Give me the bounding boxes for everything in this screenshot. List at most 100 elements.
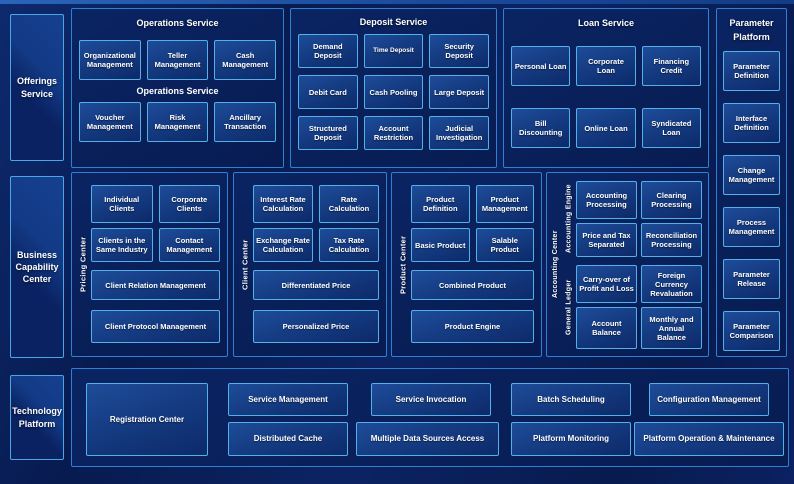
accounting-center-panel: Accounting Center Accounting Engine Acco… xyxy=(546,172,709,357)
client-box: Interest Rate Calculation xyxy=(253,185,313,223)
product-box: Product Definition xyxy=(411,185,470,223)
operations-box: Risk Management xyxy=(146,102,209,142)
pricing-row-1: Individual Clients Corporate Clients xyxy=(91,185,220,223)
pricing-box: Client Protocol Management xyxy=(91,310,220,343)
tech-box: Platform Monitoring xyxy=(511,422,631,456)
offerings-service-label: Offerings Service xyxy=(10,14,64,161)
tech-box: Platform Operation & Maintenance xyxy=(634,422,784,456)
operations-box: Organizational Management xyxy=(79,40,141,80)
parameter-platform-panel: Parameter Platform Parameter Definition … xyxy=(716,8,787,357)
accounting-box: Clearing Processing xyxy=(641,181,702,219)
product-box: Salable Product xyxy=(475,228,534,262)
deposit-box: Judicial Investigation xyxy=(429,116,490,150)
pricing-box: Individual Clients xyxy=(91,185,153,223)
loan-box: Corporate Loan xyxy=(576,46,636,86)
operations-box: Voucher Management xyxy=(79,102,141,142)
client-center-panel: Client Center Interest Rate Calculation … xyxy=(233,172,387,357)
deposit-row-2: Debit Card Cash Pooling Large Deposit xyxy=(298,75,490,109)
parameter-box: Parameter Comparison xyxy=(723,310,780,351)
loan-box: Bill Discounting xyxy=(511,108,571,148)
accounting-engine-vertical-label: Accounting Engine xyxy=(565,184,573,254)
parameter-box: Process Management xyxy=(723,206,780,247)
pricing-box: Corporate Clients xyxy=(158,185,220,223)
parameter-platform-title: Parameter Platform xyxy=(729,18,774,43)
accounting-box: Carry-over of Profit and Loss xyxy=(576,265,637,303)
deposit-service-title: Deposit Service xyxy=(359,17,428,27)
tech-box: Service Invocation xyxy=(371,383,491,416)
registration-center-box: Registration Center xyxy=(86,383,208,456)
parameter-box: Interface Definition xyxy=(723,102,780,143)
technology-platform-panel: Registration Center Service Management S… xyxy=(71,368,789,467)
pricing-row-2: Clients in the Same Industry Contact Man… xyxy=(91,228,220,262)
pricing-box: Client Relation Management xyxy=(91,270,220,300)
client-box: Differentiated Price xyxy=(253,270,379,300)
pricing-box: Contact Management xyxy=(158,228,220,262)
accounting-box: Reconciliation Processing xyxy=(641,223,702,257)
product-box: Product Management xyxy=(475,185,534,223)
accounting-box: Monthly and Annual Balance xyxy=(641,307,702,349)
operations-box: Cash Management xyxy=(214,40,277,80)
loan-row-1: Personal Loan Corporate Loan Financing C… xyxy=(511,46,701,86)
general-ledger-vertical-label: General Ledger xyxy=(565,279,573,335)
pricing-center-panel: Pricing Center Individual Clients Corpor… xyxy=(71,172,228,357)
operations-service-subtitle: Operations Service xyxy=(136,86,219,96)
accounting-box: Price and Tax Separated xyxy=(576,223,637,257)
loan-box: Syndicated Loan xyxy=(641,108,701,148)
client-box: Exchange Rate Calculation xyxy=(253,228,313,262)
deposit-box: Security Deposit xyxy=(429,34,490,68)
client-box: Tax Rate Calculation xyxy=(319,228,379,262)
operations-row-2: Voucher Management Risk Management Ancil… xyxy=(79,102,277,142)
loan-box: Financing Credit xyxy=(641,46,701,86)
pricing-box: Clients in the Same Industry xyxy=(91,228,153,262)
loan-box: Personal Loan xyxy=(511,46,571,86)
product-center-vertical-label: Product Center xyxy=(398,235,408,294)
pricing-center-vertical-label: Pricing Center xyxy=(78,236,88,293)
loan-box: Online Loan xyxy=(576,108,636,148)
product-box: Combined Product xyxy=(411,270,534,300)
operations-service-title: Operations Service xyxy=(136,18,219,28)
deposit-row-3: Structured Deposit Account Restriction J… xyxy=(298,116,490,150)
deposit-row-1: Demand Deposit Time Deposit Security Dep… xyxy=(298,34,490,68)
parameter-box: Parameter Release xyxy=(723,258,780,299)
deposit-box: Cash Pooling xyxy=(363,75,424,109)
business-capability-center-label: Business Capability Center xyxy=(10,176,64,358)
tech-box: Service Management xyxy=(228,383,348,416)
loan-service-title: Loan Service xyxy=(577,18,635,28)
parameter-box: Change Management xyxy=(723,154,780,195)
deposit-box: Debit Card xyxy=(298,75,358,109)
deposit-box: Account Restriction xyxy=(363,116,424,150)
accounting-engine-group: Accounting Engine Accounting Processing … xyxy=(562,181,702,257)
deposit-box: Large Deposit xyxy=(429,75,490,109)
client-row-2: Exchange Rate Calculation Tax Rate Calcu… xyxy=(253,228,379,262)
technology-platform-label: Technology Platform xyxy=(10,375,64,460)
client-row-1: Interest Rate Calculation Rate Calculati… xyxy=(253,185,379,223)
loan-service-panel: Loan Service Personal Loan Corporate Loa… xyxy=(503,8,709,168)
accounting-center-vertical-label: Accounting Center xyxy=(552,230,559,299)
product-box: Product Engine xyxy=(411,310,534,343)
accounting-box: Account Balance xyxy=(576,307,637,349)
loan-row-2: Bill Discounting Online Loan Syndicated … xyxy=(511,108,701,148)
client-box: Rate Calculation xyxy=(319,185,379,223)
operations-service-panel: Operations Service Organizational Manage… xyxy=(71,8,284,168)
product-center-panel: Product Center Product Definition Produc… xyxy=(391,172,542,357)
general-ledger-group: General Ledger Carry-over of Profit and … xyxy=(562,265,702,349)
operations-box: Ancillary Transaction xyxy=(214,102,277,142)
deposit-box: Structured Deposit xyxy=(298,116,358,150)
deposit-box: Time Deposit xyxy=(363,34,424,68)
product-row-2: Basic Product Salable Product xyxy=(411,228,534,262)
accounting-box: Accounting Processing xyxy=(576,181,637,219)
tech-box: Multiple Data Sources Access xyxy=(356,422,499,456)
operations-row-1: Organizational Management Teller Managem… xyxy=(79,40,277,80)
parameter-box: Parameter Definition xyxy=(723,50,780,91)
tech-box: Batch Scheduling xyxy=(511,383,631,416)
product-row-1: Product Definition Product Management xyxy=(411,185,534,223)
product-box: Basic Product xyxy=(411,228,470,262)
top-accent-strip xyxy=(0,0,794,4)
accounting-box: Foreign Currency Revaluation xyxy=(641,265,702,303)
tech-box: Configuration Management xyxy=(649,383,769,416)
operations-box: Teller Management xyxy=(146,40,209,80)
client-center-vertical-label: Client Center xyxy=(240,239,250,290)
deposit-box: Demand Deposit xyxy=(298,34,358,68)
tech-box: Distributed Cache xyxy=(228,422,348,456)
